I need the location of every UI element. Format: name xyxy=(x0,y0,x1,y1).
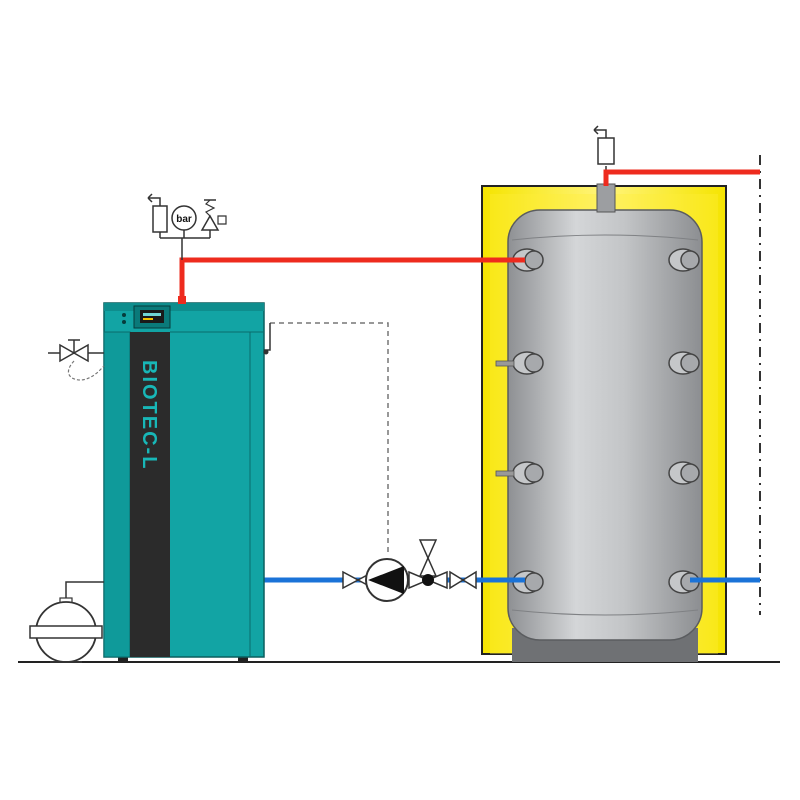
boiler-brand-label: BIOTEC-L xyxy=(138,360,160,470)
buffer-tank xyxy=(481,183,727,662)
tank-port-left-3 xyxy=(495,461,544,485)
tank-port-right-2 xyxy=(668,351,700,375)
hot-outlet-pipe xyxy=(603,169,760,186)
shutoff-valve-right xyxy=(449,570,477,590)
three-way-mixing-valve xyxy=(408,539,448,590)
boiler-front-door xyxy=(130,332,170,657)
tank-air-vent xyxy=(593,125,615,184)
safety-group: bar xyxy=(147,193,227,260)
safety-valve-icon xyxy=(200,214,220,231)
pressure-gauge-unit: bar xyxy=(176,214,192,225)
boiler-display xyxy=(140,310,164,323)
circulation-pump xyxy=(365,558,409,602)
tank-port-right-3 xyxy=(668,461,700,485)
tank-top-port xyxy=(596,183,616,213)
boiler: BIOTEC-L xyxy=(103,296,271,663)
expansion-vessel xyxy=(29,581,104,663)
tank-port-right-1 xyxy=(668,248,700,272)
boiler-fill-valve xyxy=(48,339,105,381)
tank-port-left-2 xyxy=(495,351,544,375)
air-vent-icon xyxy=(152,205,168,233)
pressure-gauge-icon xyxy=(171,205,197,231)
sensor-cable xyxy=(270,322,389,555)
hot-supply-pipe xyxy=(179,257,525,300)
